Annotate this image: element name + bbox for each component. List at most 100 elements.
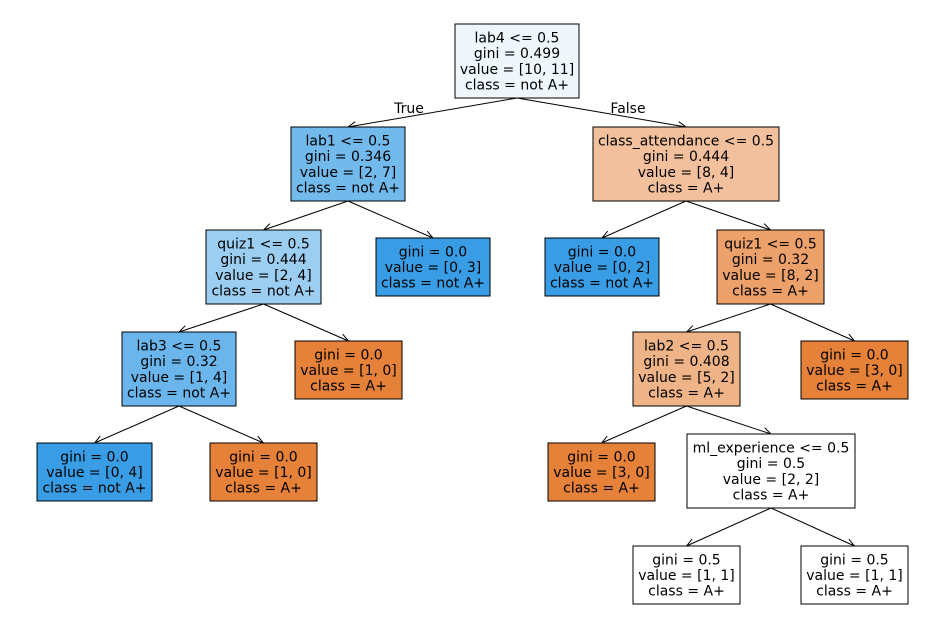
node-text-line: class = A+ [563, 481, 640, 497]
edge-n1-n2 [264, 200, 349, 230]
node-box [209, 442, 318, 502]
node-text-line: class = not A+ [42, 481, 146, 497]
node-text-line: lab4 <= 0.5 [475, 31, 560, 47]
node-text-line: class = A+ [648, 584, 725, 600]
node-text-line: class = A+ [732, 283, 809, 299]
node-text-line: gini = 0.444 [220, 252, 306, 268]
node-text-line: class = not A+ [381, 276, 485, 292]
branch-label-true: True [393, 101, 424, 117]
node-box [592, 126, 780, 202]
node-text-line: gini = 0.0 [314, 347, 382, 363]
node-text-line: gini = 0.32 [732, 252, 809, 268]
edge-n1-n7 [347, 200, 433, 238]
node-box [454, 23, 580, 99]
node-text-line: gini = 0.32 [140, 354, 217, 370]
node-box [716, 229, 825, 305]
node-text-line: value = [8, 4] [638, 165, 735, 181]
edge-n3-n5 [178, 405, 264, 443]
node-box [800, 545, 909, 605]
node-text-line: class = A+ [816, 379, 893, 395]
node-text-line: gini = 0.408 [643, 354, 729, 370]
node-text-line: class = A+ [225, 481, 302, 497]
node-box [290, 126, 406, 202]
edge-n8-n10 [685, 200, 771, 230]
node-text-line: lab3 <= 0.5 [137, 339, 222, 355]
node-text-line: value = [3, 0] [806, 363, 903, 379]
node-text-line: class = not A+ [296, 180, 400, 196]
node-text-line: value = [2, 4] [215, 268, 312, 284]
node-text-line: class = not A+ [550, 276, 654, 292]
node-text-line: class = not A+ [127, 385, 231, 401]
node-text-line: value = [1, 0] [215, 465, 312, 481]
node-text-line: gini = 0.0 [229, 449, 297, 465]
node-text-line: class = A+ [310, 379, 387, 395]
edge-n2-n6 [263, 303, 349, 341]
node-text-line: lab2 <= 0.5 [644, 339, 729, 355]
node-box [547, 442, 656, 502]
node-text-line: ml_experience <= 0.5 [693, 441, 850, 457]
node-text-line: gini = 0.0 [567, 449, 635, 465]
node-text-line: value = [8, 2] [722, 268, 819, 284]
node-text-line: value = [0, 2] [554, 260, 651, 276]
node-box [121, 331, 237, 407]
node-text-line: gini = 0.444 [643, 149, 729, 165]
edge-n13-n14 [687, 507, 772, 546]
branch-label-false: False [610, 101, 645, 117]
node-text-line: gini = 0.346 [305, 149, 391, 165]
node-text-line: quiz1 <= 0.5 [217, 237, 310, 253]
node-text-line: gini = 0.499 [474, 46, 560, 62]
node-text-line: value = [5, 2] [638, 370, 735, 386]
node-box [375, 237, 491, 297]
node-text-line: class = not A+ [465, 77, 569, 93]
node-box [36, 442, 153, 502]
node-text-line: value = [1, 4] [131, 370, 228, 386]
node-text-line: class = A+ [648, 385, 725, 401]
node-text-line: value = [2, 2] [723, 472, 820, 488]
node-text-line: class_attendance <= 0.5 [598, 134, 774, 150]
node-text-line: gini = 0.5 [820, 552, 888, 568]
node-text-line: value = [1, 1] [806, 568, 903, 584]
node-box [686, 433, 856, 509]
edge-n11-n12 [602, 405, 687, 443]
edge-n2-n3 [179, 303, 264, 332]
node-text-line: value = [0, 3] [385, 260, 482, 276]
edge-n0-n1 [348, 97, 518, 127]
edge-n8-n9 [602, 200, 687, 238]
node-box [632, 545, 741, 605]
node-box [205, 229, 322, 305]
node-text-line: value = [0, 4] [46, 465, 143, 481]
node-text-line: value = [1, 1] [638, 568, 735, 584]
node-text-line: gini = 0.5 [652, 552, 720, 568]
edge-n11-n13 [686, 405, 772, 434]
node-text-line: value = [1, 0] [300, 363, 397, 379]
node-text-line: gini = 0.0 [820, 347, 888, 363]
node-text-line: class = A+ [648, 180, 725, 196]
edges-layer [95, 97, 855, 546]
node-text-line: class = not A+ [211, 283, 315, 299]
edge-n13-n15 [770, 507, 855, 546]
node-box [294, 340, 403, 400]
node-text-line: gini = 0.0 [399, 244, 467, 260]
edge-n10-n16 [770, 303, 855, 341]
edge-n0-n8 [516, 97, 686, 127]
node-text-line: quiz1 <= 0.5 [724, 237, 817, 253]
node-box [632, 331, 741, 407]
node-text-line: value = [3, 0] [553, 465, 650, 481]
